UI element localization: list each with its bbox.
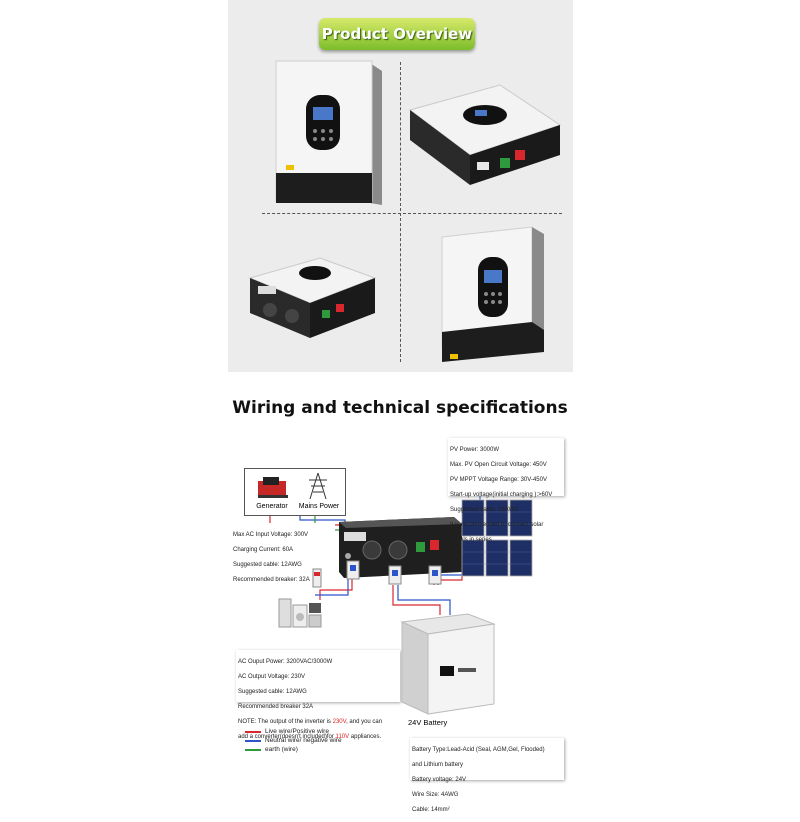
battery-spec-line: and Lithium battery — [412, 761, 464, 768]
note-text: add a converter(doesn't included)for — [238, 733, 336, 740]
legend-swatch-earth — [245, 748, 261, 751]
legend-swatch-neutral — [245, 739, 261, 742]
battery-specs: Battery Type:Lead-Acid (Seal, AGM,Gel, F… — [410, 738, 564, 813]
ac-input-specs: Max AC Input Voltage: 300V Charging Curr… — [231, 523, 335, 583]
legend-label: Live wire/Positive wire — [265, 728, 329, 735]
battery-spec-line: Cable: 14mm² — [412, 806, 450, 813]
ac-load-breaker-icon — [312, 568, 322, 588]
battery-label: 24V Battery — [408, 718, 448, 727]
ac-input-spec-line: Charging Current: 60A — [233, 546, 294, 553]
generator-icon — [258, 477, 288, 498]
battery-breaker-icon — [388, 565, 402, 585]
ac-output-note-line: NOTE: The output of the inverter is 230V… — [238, 719, 398, 727]
pv-spec-line: Max. PV Open Circuit Voltage: 450V — [450, 461, 547, 468]
legend-label: Neutral wire/ negative wire — [265, 737, 342, 744]
legend-item: Neutral wire/ negative wire — [245, 736, 385, 745]
pv-specs: PV Power: 3000W Max. PV Open Circuit Vol… — [448, 438, 564, 543]
overview-divider-vertical — [400, 62, 401, 362]
inverter-side-panel-image — [248, 257, 377, 338]
note-text: , and you can — [346, 718, 383, 725]
inverter-angled-view-image — [408, 84, 562, 185]
ac-output-specs: AC Ouput Power: 3200VAC/3000W AC Output … — [236, 650, 400, 740]
generator-label: Generator — [256, 503, 288, 510]
wire-legend: Live wire/Positive wire Neutral wire/ ne… — [245, 727, 385, 754]
inverter-front-view-image — [275, 60, 382, 205]
home-appliances-image — [278, 598, 322, 628]
battery-image — [400, 613, 496, 715]
power-tower-icon — [309, 472, 327, 500]
ac-output-spec-line: Recommended breaker 32A — [238, 703, 314, 710]
product-overview-title: Product Overview — [321, 25, 473, 43]
ac-input-spec-line: Recommended breaker: 32A — [233, 576, 310, 583]
legend-label: earth (wire) — [265, 746, 298, 753]
pv-spec-line: panels in series — [450, 536, 492, 543]
pv-spec-line: It is recommended to connect solar — [450, 521, 544, 528]
battery-spec-line: Battery Type:Lead-Acid (Seal, AGM,Gel, F… — [412, 746, 545, 753]
note-text: NOTE: The output of the inverter is — [238, 718, 333, 725]
mains-power-label: Mains Power — [298, 503, 340, 510]
battery-spec-line: Wire Size: 4AWG — [412, 791, 459, 798]
ac-output-note-line: add a converter(doesn't included)for 110… — [238, 734, 398, 742]
inverter-front-angled-image — [441, 226, 544, 362]
ac-input-spec-line: Suggested cable: 12AWG — [233, 561, 302, 568]
pv-spec-line: PV Power: 3000W — [450, 446, 500, 453]
legend-item: Live wire/Positive wire — [245, 727, 385, 736]
ac-source-box: Generator Mains Power — [244, 468, 346, 516]
pv-spec-line: Start-up voltage(initial charging ):>60V — [450, 491, 553, 498]
ac-output-breaker-icon — [346, 560, 360, 580]
pv-spec-line: Suggested cable: 16AWG — [450, 506, 519, 513]
solar-panels-image — [461, 499, 533, 577]
ac-output-spec-line: AC Ouput Power: 3200VAC/3000W — [238, 658, 333, 665]
product-overview-banner: Product Overview — [319, 18, 475, 50]
legend-swatch-live — [245, 730, 261, 733]
note-text: appliances. — [349, 733, 382, 740]
note-voltage-highlight: 110V — [335, 733, 350, 740]
inverter-wiring-image — [339, 517, 462, 578]
pv-spec-line: PV MPPT Voltage Range: 30V-450V — [450, 476, 547, 483]
ac-output-spec-line: AC Output Voltage: 230V — [238, 673, 306, 680]
pv-breaker-icon — [428, 565, 442, 585]
wiring-section-title: Wiring and technical specifications — [232, 398, 568, 418]
legend-item: earth (wire) — [245, 745, 385, 754]
ac-input-spec-line: Max AC Input Voltage: 300V — [233, 531, 309, 538]
battery-spec-line: Battery voltage: 24V — [412, 776, 467, 783]
ac-output-spec-line: Suggested cable: 12AWG — [238, 688, 307, 695]
note-voltage-highlight: 230V — [332, 718, 347, 725]
overview-divider-horizontal — [262, 213, 562, 214]
